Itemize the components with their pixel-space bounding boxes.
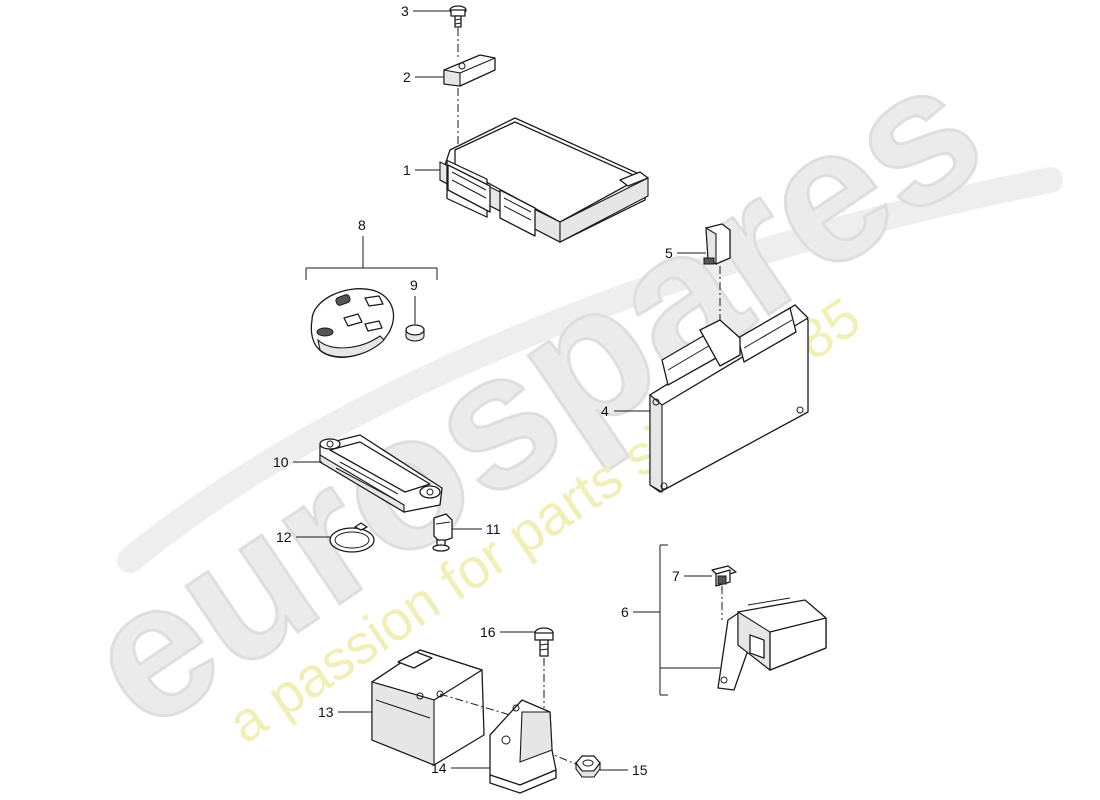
callout-number: 10 <box>273 454 289 470</box>
part-13-module-box <box>371 649 485 766</box>
part-4-module <box>649 304 809 493</box>
callout-number: 8 <box>358 217 366 233</box>
callout-number: 14 <box>431 760 447 776</box>
callout-14: 14 <box>431 760 490 776</box>
callout-number: 1 <box>403 162 411 178</box>
axis-line <box>439 693 521 719</box>
part-12-ring <box>329 522 375 553</box>
callout-8: 8 <box>358 217 366 233</box>
watermark-swoosh <box>117 167 1063 573</box>
callout-16: 16 <box>480 624 535 640</box>
callout-number: 3 <box>401 3 409 19</box>
callout-number: 11 <box>486 521 501 537</box>
callout-6: 6 <box>621 604 660 620</box>
callout-number: 9 <box>410 277 418 293</box>
part-6-relay-module <box>717 597 827 691</box>
callout-number: 4 <box>601 403 609 419</box>
part-3-screw <box>449 5 467 28</box>
callout-15: 15 <box>600 762 648 778</box>
part-11-clip <box>432 513 453 552</box>
callout-4: 4 <box>601 403 650 419</box>
group-bracket-8 <box>305 236 438 280</box>
part-8-key-fob <box>310 288 395 358</box>
part-9-battery <box>405 324 425 342</box>
callout-10: 10 <box>273 454 322 470</box>
part-5-connector <box>703 223 731 266</box>
part-15-nut <box>575 755 601 778</box>
callout-number: 7 <box>672 568 680 584</box>
callout-1: 1 <box>403 162 440 178</box>
callout-13: 13 <box>318 704 372 720</box>
group-bracket-6 <box>659 544 720 696</box>
callout-11: 11 <box>452 521 501 537</box>
part-14-mounting-bracket <box>489 699 557 794</box>
callout-number: 6 <box>621 604 629 620</box>
callout-number: 5 <box>665 245 673 261</box>
part-7-clip <box>711 565 737 587</box>
watermark: eurospares a passion for parts since 198… <box>48 19 1063 770</box>
callout-2: 2 <box>403 69 444 85</box>
part-16-bolt <box>534 627 554 657</box>
callout-number: 15 <box>632 762 648 778</box>
callout-9: 9 <box>410 277 418 324</box>
callout-number: 16 <box>480 624 496 640</box>
callout-number: 2 <box>403 69 411 85</box>
part-1-control-unit <box>439 117 649 243</box>
callout-number: 12 <box>276 529 292 545</box>
callout-12: 12 <box>276 529 330 545</box>
callout-5: 5 <box>665 245 706 261</box>
callout-number: 13 <box>318 704 334 720</box>
callout-3: 3 <box>401 3 450 19</box>
part-10-antenna-module <box>319 434 443 513</box>
callout-7: 7 <box>672 568 712 584</box>
part-2-bracket <box>443 54 496 87</box>
